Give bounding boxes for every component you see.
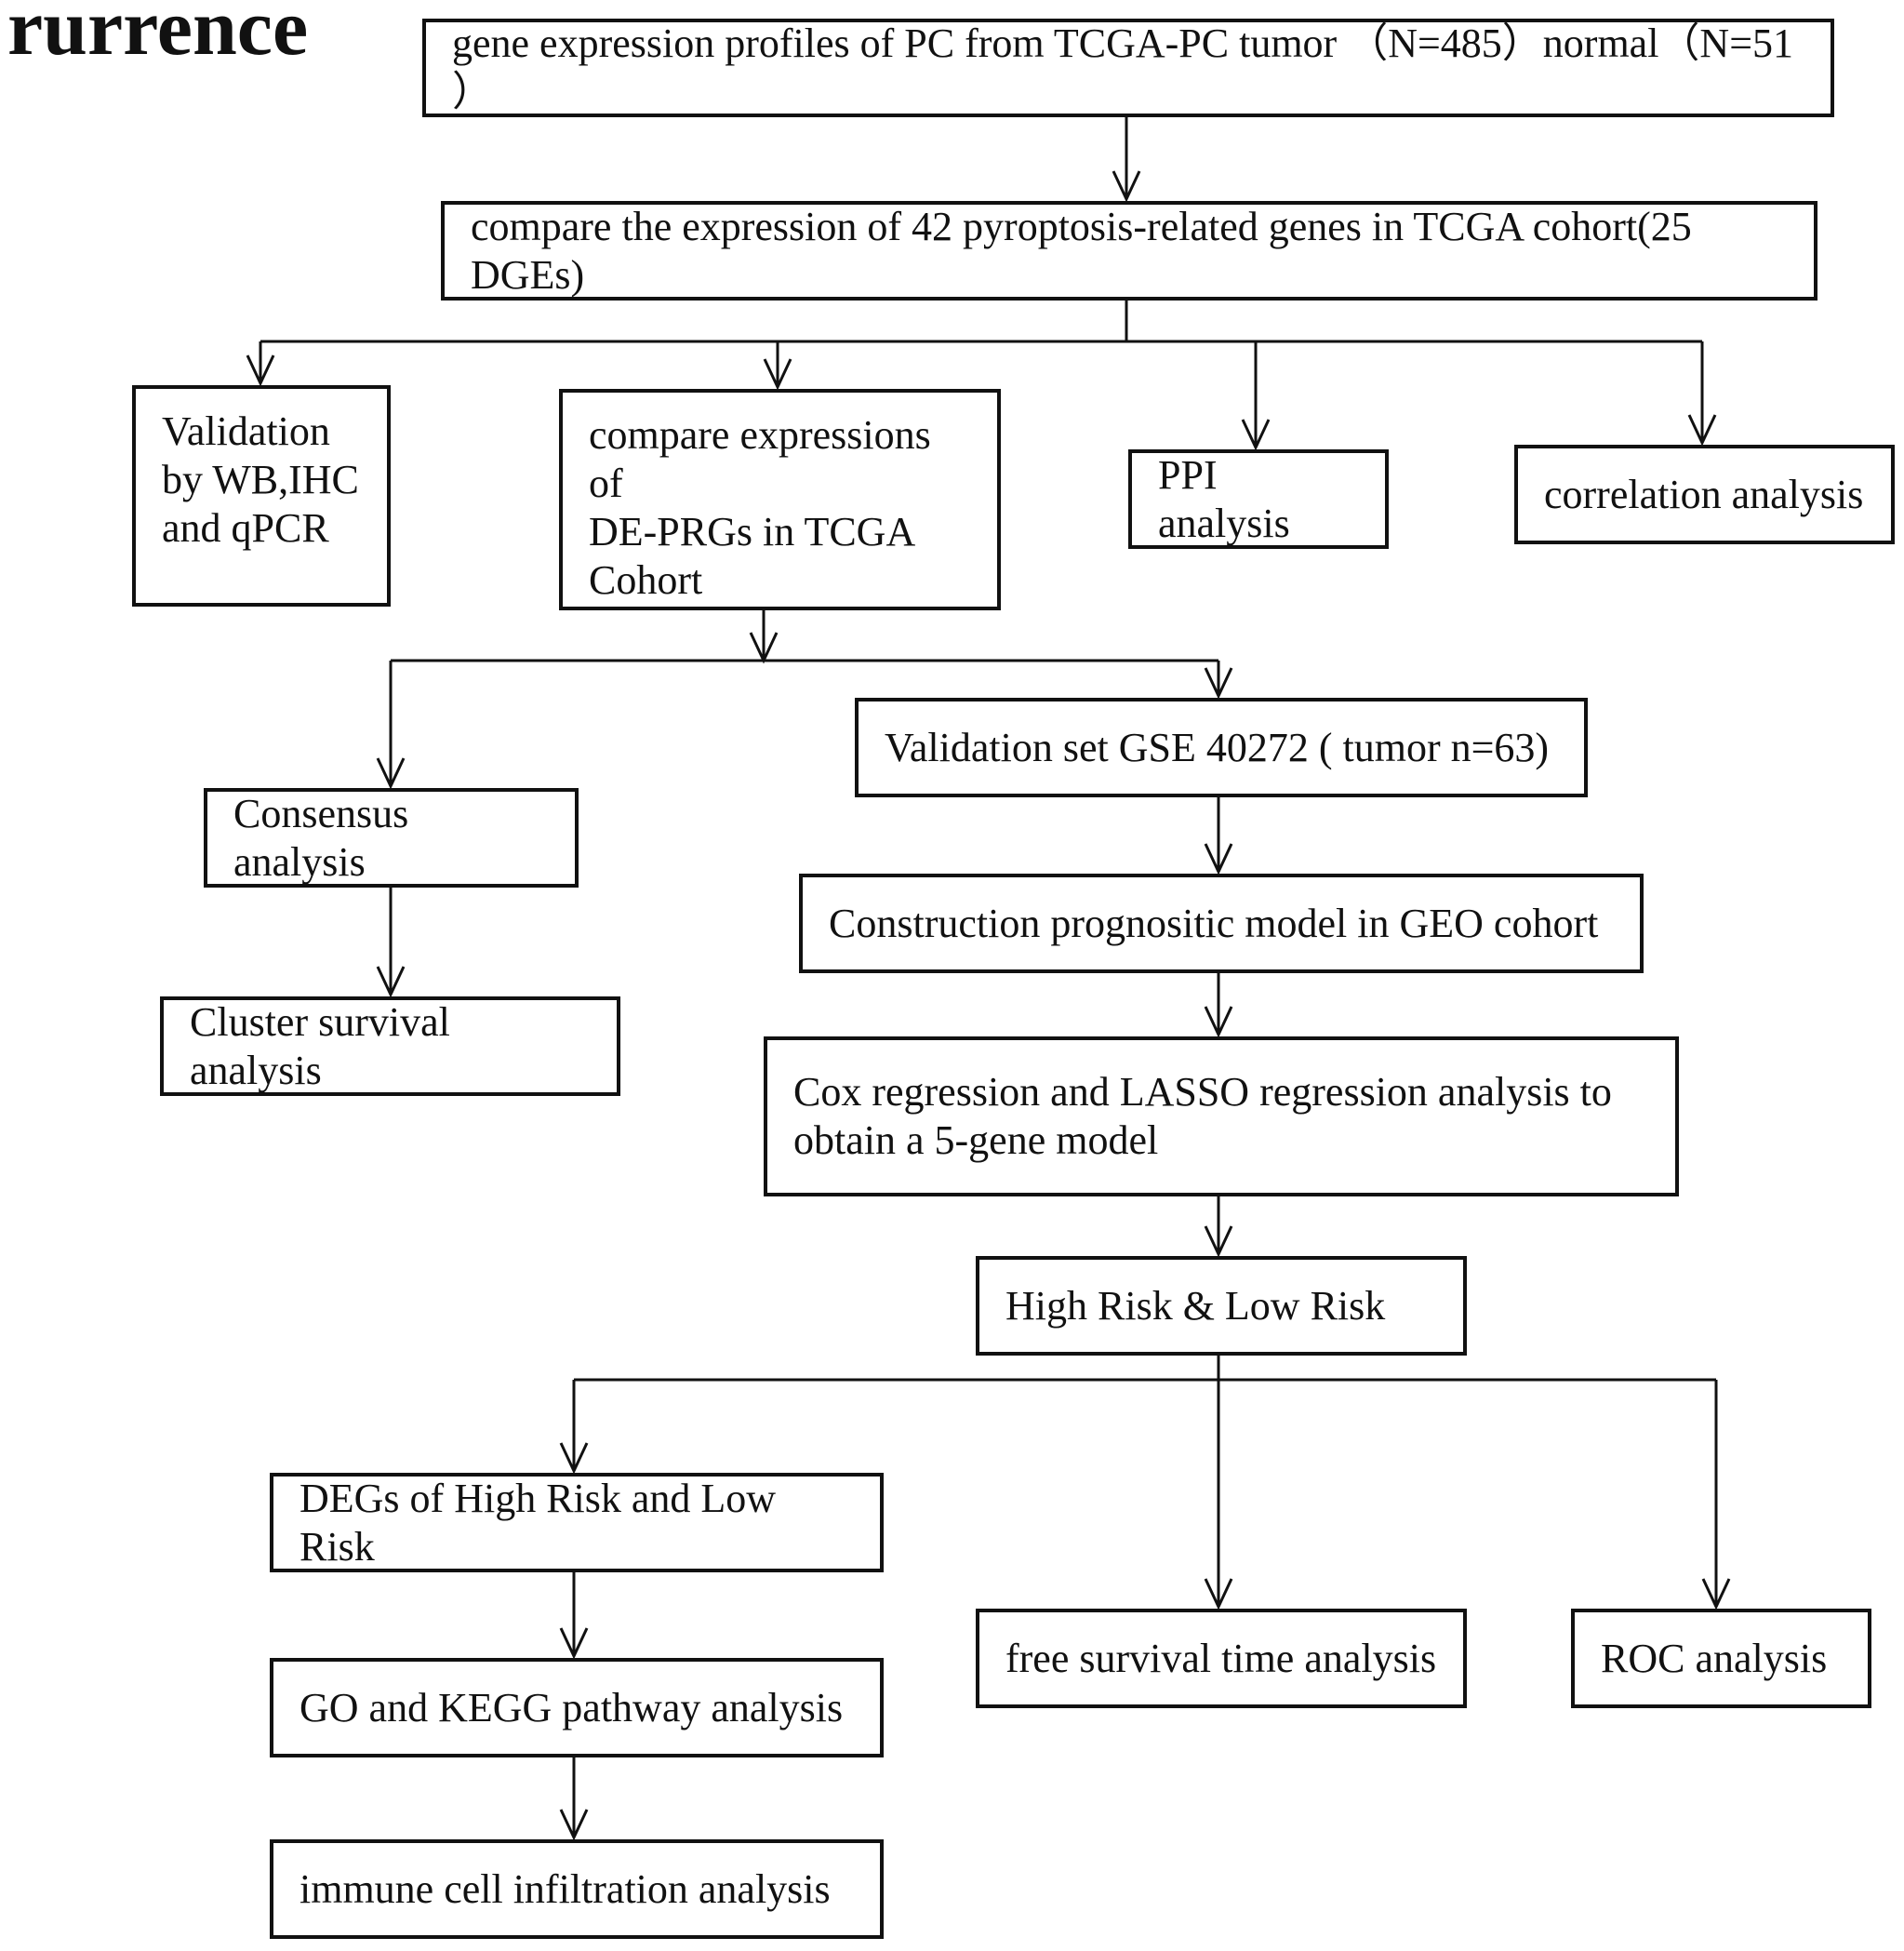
arrowhead <box>559 1442 589 1475</box>
arrowhead <box>749 632 779 664</box>
validation-set-box: Validation set GSE 40272 ( tumor n=63) <box>855 698 1588 797</box>
tcga-source-label: gene expression profiles of PC from TCGA… <box>452 20 1794 114</box>
immune-infiltration-box: immune cell infiltration analysis <box>270 1839 884 1939</box>
roc-analysis-box: ROC analysis <box>1571 1609 1871 1708</box>
arrowhead <box>1204 1578 1233 1610</box>
compare-de-prgs-box: compare expressions of DE-PRGs in TCGA C… <box>559 389 1001 610</box>
roc-analysis-label: ROC analysis <box>1601 1635 1828 1681</box>
cox-lasso-label: Cox regression and LASSO regression anal… <box>793 1069 1612 1163</box>
cox-lasso-box: Cox regression and LASSO regression anal… <box>764 1036 1679 1196</box>
arrowhead <box>559 1627 589 1660</box>
arrowhead <box>246 354 275 387</box>
validation-wb-label: Validation by WB,IHC and qPCR <box>162 408 359 551</box>
consensus-analysis-box: Consensus analysis <box>204 788 579 888</box>
validation-set-label: Validation set GSE 40272 ( tumor n=63) <box>885 724 1550 770</box>
cluster-survival-box: Cluster survival analysis <box>160 996 620 1096</box>
arrowhead <box>1687 414 1717 447</box>
arrowhead <box>559 1809 589 1841</box>
risk-groups-label: High Risk & Low Risk <box>1005 1282 1386 1329</box>
arrowhead <box>1204 667 1233 700</box>
validation-wb-box: Validation by WB,IHC and qPCR <box>132 385 391 607</box>
arrowhead <box>376 966 406 998</box>
compare-genes-label: compare the expression of 42 pyroptosis-… <box>471 203 1692 298</box>
arrowhead <box>1112 170 1141 203</box>
arrowhead <box>1204 843 1233 875</box>
arrowhead <box>1204 1225 1233 1258</box>
arrowhead <box>763 358 792 391</box>
degs-label: DEGs of High Risk and Low Risk <box>300 1475 777 1570</box>
arrowhead <box>1701 1578 1731 1610</box>
compare-genes-box: compare the expression of 42 pyroptosis-… <box>441 201 1817 301</box>
consensus-analysis-label: Consensus analysis <box>233 790 409 885</box>
compare-de-prgs-label: compare expressions of DE-PRGs in TCGA C… <box>589 412 931 603</box>
arrowhead <box>1241 419 1271 451</box>
cluster-survival-label: Cluster survival analysis <box>190 998 450 1093</box>
page-heading: rurrence <box>7 0 309 72</box>
construction-model-box: Construction prognositic model in GEO co… <box>799 874 1644 973</box>
correlation-analysis-box: correlation analysis <box>1514 445 1895 544</box>
free-survival-box: free survival time analysis <box>976 1609 1467 1708</box>
tcga-source-box: gene expression profiles of PC from TCGA… <box>422 19 1834 117</box>
ppi-analysis-box: PPI analysis <box>1128 449 1389 549</box>
ppi-analysis-label: PPI analysis <box>1158 451 1290 546</box>
arrowhead <box>1204 1006 1233 1038</box>
go-kegg-label: GO and KEGG pathway analysis <box>300 1684 844 1731</box>
correlation-analysis-label: correlation analysis <box>1544 471 1864 517</box>
arrowhead <box>376 757 406 790</box>
free-survival-label: free survival time analysis <box>1005 1635 1437 1681</box>
immune-infiltration-label: immune cell infiltration analysis <box>300 1865 831 1912</box>
risk-groups-box: High Risk & Low Risk <box>976 1256 1467 1356</box>
degs-box: DEGs of High Risk and Low Risk <box>270 1473 884 1572</box>
go-kegg-box: GO and KEGG pathway analysis <box>270 1658 884 1757</box>
construction-model-label: Construction prognositic model in GEO co… <box>829 900 1599 946</box>
